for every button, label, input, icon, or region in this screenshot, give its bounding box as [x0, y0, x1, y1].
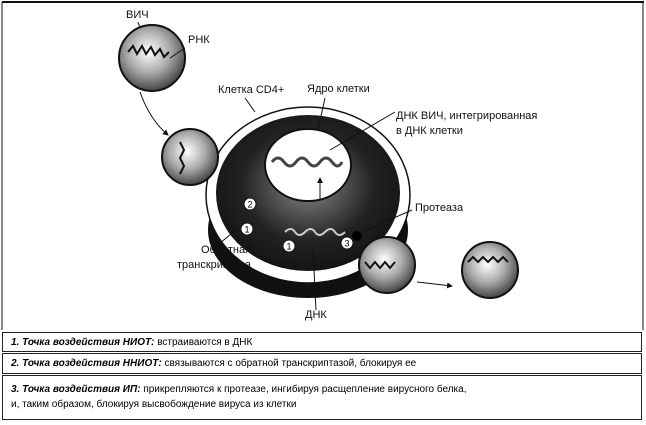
marker-1a: 1 — [244, 225, 249, 235]
legend-text: связываются с обратной транскриптазой, б… — [164, 358, 417, 369]
budding-virion-left — [161, 128, 219, 186]
protease-dot — [352, 231, 362, 241]
released-virion — [461, 241, 519, 299]
legend-title: 3. Точка воздействия ИП: — [11, 384, 141, 395]
legend-row-3: 3. Точка воздействия ИП: прикрепляются к… — [2, 375, 642, 420]
marker-3: 3 — [344, 239, 349, 249]
legend-text-cont: и, таким образом, блокируя высвобождение… — [11, 399, 297, 410]
label-rna: РНК — [188, 34, 210, 46]
legend-title: 1. Точка воздействия НИОТ: — [11, 337, 155, 348]
marker-2: 2 — [247, 200, 252, 210]
legend-row-1: 1. Точка воздействия НИОТ: встраиваются … — [2, 332, 642, 352]
label-protease: Протеаза — [415, 202, 464, 214]
hiv-virion-top — [118, 24, 186, 92]
label-nucleus: Ядро клетки — [307, 83, 370, 95]
nucleus — [264, 128, 352, 202]
budding-virion-right — [358, 236, 416, 294]
label-hiv: ВИЧ — [126, 9, 149, 21]
legend-text: встраиваются в ДНК — [157, 337, 253, 348]
label-hiv-dna-2: в ДНК клетки — [396, 125, 463, 137]
legend-text: прикрепляются к протеазе, ингибируя расщ… — [143, 384, 467, 395]
diagram-drawing: 2 1 1 3 — [1, 1, 644, 330]
marker-1b: 1 — [286, 242, 291, 252]
label-hiv-dna-1: ДНК ВИЧ, интегрированная — [396, 110, 538, 122]
label-dna: ДНК — [305, 309, 327, 321]
label-cell: Клетка CD4+ — [218, 84, 285, 96]
label-rt-2: транскриптаза — [177, 259, 251, 271]
legend-row-2: 2. Точка воздействия ННИОТ: связываются … — [2, 353, 642, 374]
legend-title: 2. Точка воздействия ННИОТ: — [11, 358, 162, 369]
label-rt-1: Обратная — [201, 244, 252, 256]
